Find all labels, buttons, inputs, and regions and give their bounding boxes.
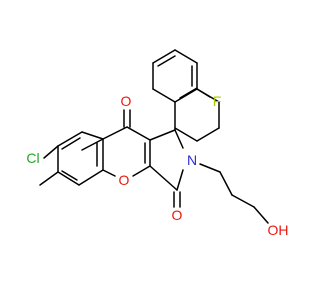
bond [176, 169, 184, 191]
bond [174, 88, 198, 103]
bond [78, 169, 104, 186]
lactam-oxygen-label: O [172, 207, 183, 223]
bond [149, 129, 176, 141]
bond [61, 170, 78, 181]
nitrogen-atom-label: N [187, 152, 197, 168]
chlorine-atom-label: Cl [26, 150, 39, 166]
bond [231, 194, 255, 208]
bond [219, 171, 233, 196]
bond [81, 138, 104, 151]
bond [57, 131, 83, 147]
bond [157, 55, 176, 67]
bond [81, 131, 104, 140]
bond [179, 87, 198, 99]
bond [253, 206, 269, 224]
bond [149, 165, 178, 191]
bond [43, 145, 59, 159]
bond [152, 49, 176, 64]
ketone-oxygen-label: O [121, 93, 132, 109]
bond [152, 88, 176, 103]
fluorine-atom-label: F [213, 93, 222, 109]
bond [126, 126, 151, 141]
bond [174, 129, 184, 149]
bond [61, 137, 81, 150]
bond [132, 165, 151, 177]
bond [57, 171, 80, 186]
bond [174, 127, 198, 142]
bond [39, 171, 59, 186]
bond [102, 126, 128, 140]
bond-lines [39, 49, 269, 224]
atom-labels: Cl O O O N F OH [26, 93, 288, 238]
hydroxyl-label: OH [268, 222, 289, 238]
molecule-structure-diagram: Cl O O O N F OH [26, 49, 289, 238]
bond [196, 127, 220, 142]
bond [102, 169, 116, 177]
bond [199, 163, 221, 173]
bond [174, 49, 198, 64]
bond [196, 88, 211, 98]
ring-oxygen-label: O [119, 172, 130, 188]
